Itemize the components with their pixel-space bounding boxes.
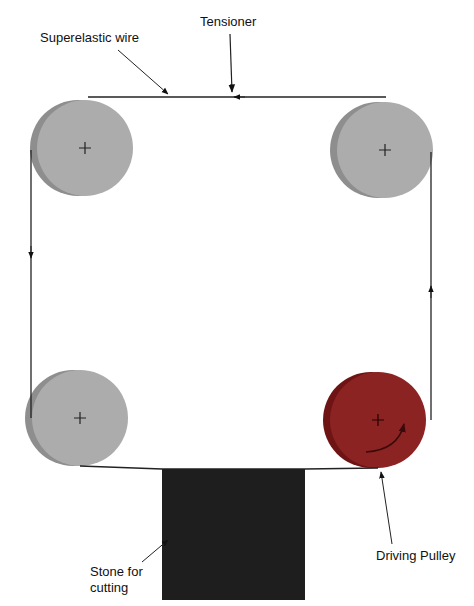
part-label: Driving Pulley — [376, 548, 455, 564]
pulley — [25, 370, 128, 466]
pulley — [30, 100, 133, 196]
part-label: Tensioner — [200, 14, 256, 30]
wire-direction-arrow — [31, 246, 32, 258]
part-label: Superelastic wire — [40, 30, 139, 46]
leader-line — [230, 34, 232, 92]
superelastic-wire — [31, 97, 431, 469]
leader-line — [142, 540, 168, 562]
leader-line — [118, 50, 168, 94]
driving-pulley — [323, 372, 426, 468]
wire-direction-arrow — [431, 286, 432, 298]
leader-line — [381, 472, 392, 544]
pulley — [330, 102, 433, 198]
stone-block — [162, 469, 305, 600]
part-label: Stone for cutting — [90, 564, 154, 595]
tensioner-mark — [234, 97, 245, 98]
